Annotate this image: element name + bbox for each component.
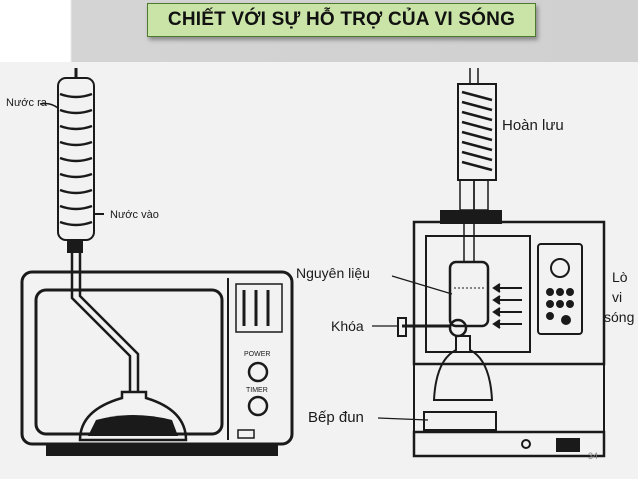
label-microwave-1: Lò <box>612 269 628 285</box>
right-apparatus <box>397 68 606 458</box>
label-timer-knob: TIMER <box>246 387 268 394</box>
right-base <box>412 430 606 458</box>
label-heater: Bếp đun <box>308 409 364 426</box>
label-microwave-2: vi <box>612 289 622 305</box>
label-valve: Khóa <box>331 318 364 334</box>
slide-title: CHIẾT VỚI SỰ HỖ TRỢ CỦA VI SÓNG <box>147 3 536 37</box>
page-number: 34 <box>588 451 599 461</box>
label-microwave-3: sóng <box>604 309 634 325</box>
extraction-vessel <box>448 260 490 328</box>
collection-flask <box>432 335 494 401</box>
right-microwave-cavity <box>425 235 531 353</box>
left-control-panel <box>235 283 283 439</box>
ground-joint <box>67 239 83 253</box>
flask-contents <box>88 415 178 436</box>
round-flask <box>78 390 188 442</box>
label-material: Nguyên liệu <box>296 265 370 281</box>
label-power-knob: POWER <box>244 351 270 358</box>
right-microwave-body <box>412 220 606 366</box>
timer-knob-icon <box>247 395 269 417</box>
heater <box>423 411 497 431</box>
left-apparatus <box>20 68 294 456</box>
microwave-arrows <box>492 283 522 329</box>
leader-lines <box>372 275 453 421</box>
power-knob-icon <box>247 361 269 383</box>
label-water-in: Nước vào <box>110 209 159 221</box>
reflux-condenser <box>457 68 497 211</box>
label-reflux: Hoàn lưu <box>502 117 564 134</box>
right-control-panel <box>537 243 583 335</box>
condenser <box>39 68 104 241</box>
left-oven-base <box>46 444 278 456</box>
label-water-out: Nước ra <box>6 97 48 109</box>
oven-top-port <box>440 210 502 224</box>
